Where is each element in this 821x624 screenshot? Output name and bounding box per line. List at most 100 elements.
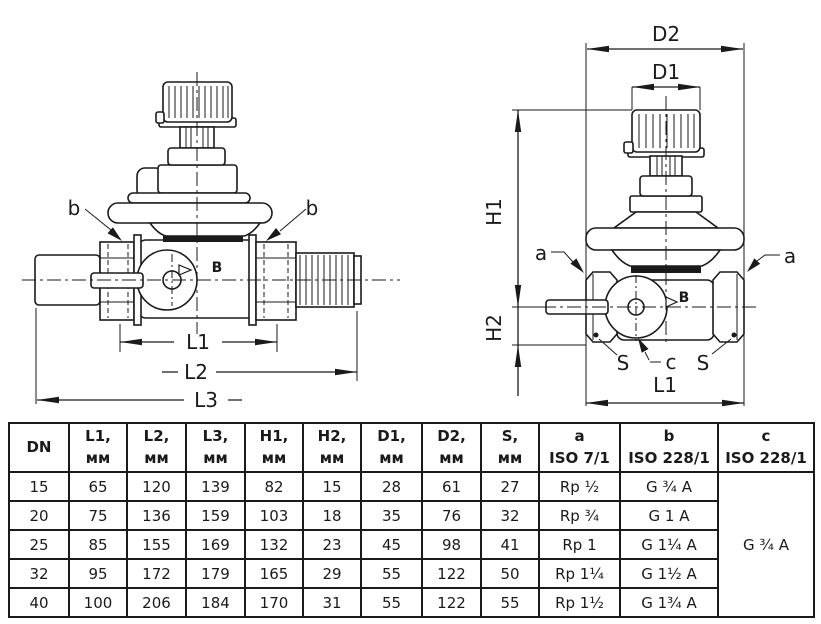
cell-d2: 76 <box>421 500 482 531</box>
cell-l2: 155 <box>126 529 187 560</box>
right-view-drawing: B D2 D1 H1 H2 L1 a a S <box>482 22 796 407</box>
cell-dn: 40 <box>8 587 70 618</box>
flow-direction-icon <box>178 264 193 276</box>
ref-label-a-right: a <box>784 244 796 268</box>
cell-b-thread: G 1¼ A <box>619 529 719 560</box>
cell-d2: 61 <box>421 471 482 502</box>
cell-l2: 172 <box>126 558 187 589</box>
cell-s: 50 <box>480 558 540 589</box>
col-header-l2: L2,мм <box>126 422 187 473</box>
cell-d2: 122 <box>421 587 482 618</box>
cell-h1: 132 <box>244 529 304 560</box>
cell-l1: 65 <box>68 471 128 502</box>
spring-housing-flange <box>107 202 273 224</box>
cell-s: 41 <box>480 529 540 560</box>
cell-l1: 95 <box>68 558 128 589</box>
union-nut-right <box>255 241 297 321</box>
table-row-dn25: 25 85 155 169 132 23 45 98 41 Rp 1 G 1¼ … <box>8 529 814 560</box>
dim-label-l3: L3 <box>194 388 218 412</box>
cell-h2: 18 <box>302 500 362 531</box>
cell-l1: 75 <box>68 500 128 531</box>
dim-label-l1: L1 <box>186 330 210 354</box>
dim-label-l1-side: L1 <box>653 373 677 397</box>
dim-label-d2: D2 <box>652 22 680 46</box>
cell-l2: 120 <box>126 471 187 502</box>
dim-label-l2: L2 <box>184 360 208 384</box>
cell-l3: 159 <box>185 500 246 531</box>
cell-d1: 28 <box>360 471 423 502</box>
col-header-d1: D1,мм <box>360 422 423 473</box>
ref-label-a-left: a <box>535 241 547 265</box>
table-row-dn15: 15 65 120 139 82 15 28 61 27 Rp ½ G ¾ A … <box>8 471 815 618</box>
cell-h2: 15 <box>302 471 362 502</box>
cell-h1: 103 <box>244 500 304 531</box>
dim-label-d1: D1 <box>652 60 680 84</box>
cell-d1: 55 <box>360 558 423 589</box>
ref-label-s-left: S <box>617 351 630 375</box>
cell-s: 55 <box>480 587 540 618</box>
cell-a-thread: Rp 1¼ <box>538 558 621 589</box>
cell-l3: 184 <box>185 587 246 618</box>
cell-l3: 179 <box>185 558 246 589</box>
cell-l2: 206 <box>126 587 187 618</box>
col-header-l3: L3,мм <box>185 422 246 473</box>
dim-label-h1: H1 <box>482 198 506 226</box>
cell-b-thread: G 1¾ A <box>619 587 719 618</box>
cell-d1: 45 <box>360 529 423 560</box>
col-header-h1: H1,мм <box>244 422 304 473</box>
cell-dn: 25 <box>8 529 70 560</box>
cell-b-thread: G 1½ A <box>619 558 719 589</box>
body-marking-side: B <box>679 290 690 306</box>
cell-d2: 98 <box>421 529 482 560</box>
col-header-d2: D2,мм <box>421 422 482 473</box>
cell-d2: 122 <box>421 558 482 589</box>
ref-label-b-left: b <box>68 196 81 220</box>
cell-dn: 32 <box>8 558 70 589</box>
cell-h1: 170 <box>244 587 304 618</box>
cell-s: 27 <box>480 471 540 502</box>
cell-l2: 136 <box>126 500 187 531</box>
cell-a-thread: Rp ¾ <box>538 500 621 531</box>
cell-l3: 139 <box>185 471 246 502</box>
body-marking: B <box>212 260 223 276</box>
left-view-drawing: B b b L1 L2 L3 <box>22 72 400 412</box>
cell-l3: 169 <box>185 529 246 560</box>
cell-a-thread: Rp 1½ <box>538 587 621 618</box>
cell-s: 32 <box>480 500 540 531</box>
cell-d1: 55 <box>360 587 423 618</box>
cell-d1: 35 <box>360 500 423 531</box>
valve-technical-drawing: B b b L1 L2 L3 <box>22 22 796 412</box>
dimensions-table: DN L1,мм L2,мм L3,мм H1,мм H2,мм D1,мм D… <box>8 422 815 618</box>
cell-b-thread: G ¾ A <box>619 471 719 502</box>
cell-dn: 15 <box>8 471 70 502</box>
table-row-dn40: 40 100 206 184 170 31 55 122 55 Rp 1½ G … <box>8 587 814 618</box>
cell-l1: 85 <box>68 529 128 560</box>
col-header-h2: H2,мм <box>302 422 362 473</box>
cell-dn: 20 <box>8 500 70 531</box>
table-row-dn32: 32 95 172 179 165 29 55 122 50 Rp 1¼ G 1… <box>8 558 814 589</box>
cell-a-thread: Rp 1 <box>538 529 621 560</box>
cell-h2: 23 <box>302 529 362 560</box>
cell-c-thread-merged: G ¾ A <box>717 471 815 618</box>
cell-h2: 29 <box>302 558 362 589</box>
spring-housing-flange-side <box>585 227 745 251</box>
ref-label-s-right: S <box>697 351 710 375</box>
col-header-l1: L1,мм <box>68 422 128 473</box>
ref-label-c: c <box>666 350 677 374</box>
flow-direction-icon-side <box>665 296 679 308</box>
cell-a-thread: Rp ½ <box>538 471 621 502</box>
dim-label-h2: H2 <box>482 314 506 342</box>
cell-h1: 165 <box>244 558 304 589</box>
col-header-dn: DN <box>8 422 70 473</box>
cell-b-thread: G 1 A <box>619 500 719 531</box>
ref-label-b-right: b <box>306 196 319 220</box>
table-row-dn20: 20 75 136 159 103 18 35 76 32 Rp ¾ G 1 A <box>8 500 814 531</box>
table-header-row: DN L1,мм L2,мм L3,мм H1,мм H2,мм D1,мм D… <box>8 422 815 473</box>
cell-l1: 100 <box>68 587 128 618</box>
cell-h1: 82 <box>244 471 304 502</box>
cell-h2: 31 <box>302 587 362 618</box>
